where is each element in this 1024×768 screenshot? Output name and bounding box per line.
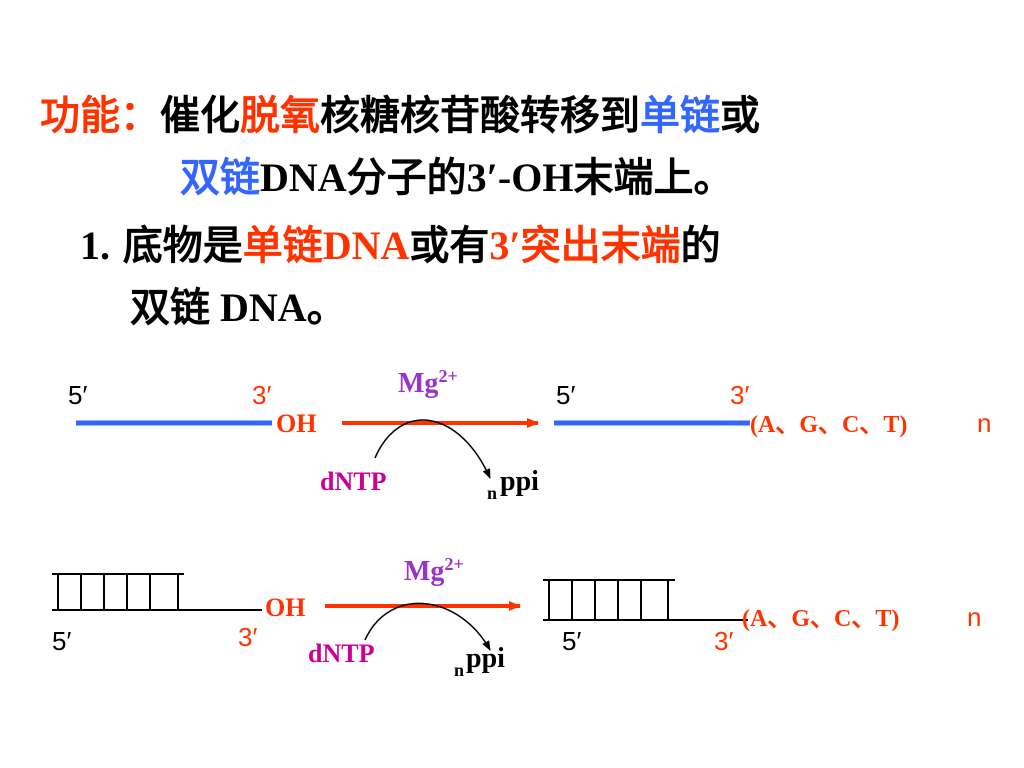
label-ppi: ppi (500, 466, 539, 497)
label-n: n (967, 602, 981, 632)
highlight-double-strand: 双链 (180, 155, 260, 201)
text-dna: DNA (210, 285, 307, 330)
item-number: 1. (80, 223, 110, 268)
text-segment: 或有 (409, 223, 490, 269)
label-3prime: 3′ (252, 380, 271, 410)
text-dna: DNA (260, 155, 347, 200)
label-dntp: dNTP (308, 639, 375, 668)
text-segment: 末端上。 (573, 155, 734, 201)
curved-arrow (374, 419, 491, 479)
label-5prime: 5′ (52, 626, 71, 656)
substrate-line-2: 双链 DNA。 (130, 284, 347, 332)
text-segment: 。 (306, 285, 347, 331)
label-3prime: 3′ (714, 626, 733, 656)
label-n: n (977, 408, 991, 438)
label-oh: OH (265, 593, 305, 622)
substrate-line-1: 1. 底物是单链DNA或有3′突出末端的 (80, 222, 721, 270)
text-segment: 核糖核苷酸转移到 (320, 93, 640, 139)
text-segment: 双链 (130, 285, 210, 331)
ds-dna-left (52, 573, 262, 611)
function-line-2: 双链DNA分子的3′-OH末端上。 (180, 154, 733, 202)
label-5prime: 5′ (562, 626, 581, 656)
label-3prime: 3′ (730, 380, 749, 410)
text-3oh: 3′-OH (466, 155, 574, 200)
label-oh: OH (276, 409, 316, 438)
label-ppi: ppi (466, 643, 505, 674)
text-segment: 的 (680, 223, 721, 269)
label-mg: Mg2+ (404, 554, 464, 587)
label-3prime: 3′ (238, 622, 257, 652)
label-mg: Mg2+ (398, 366, 458, 399)
label-5prime: 5′ (556, 380, 575, 410)
label-added-nucleotides: (A、G、C、T) (742, 606, 899, 632)
highlight-single-strand: 单链 (242, 223, 323, 269)
function-colon: ： (120, 93, 160, 139)
label-n-sub: n (454, 660, 464, 680)
label-5prime: 5′ (68, 380, 87, 410)
highlight-deoxy: 脱氧 (240, 93, 320, 139)
text-segment: 分子的 (346, 155, 467, 201)
ds-dna-right (543, 579, 748, 621)
reaction-double-strand: 5′ 3′ OH Mg2+ dNTP n ppi 5′ 3′ (A、G、C、T)… (52, 554, 981, 680)
highlight-overhang: 突出末端 (520, 223, 681, 269)
highlight-3prime: 3′ (489, 223, 521, 268)
label-added-nucleotides: (A、G、C、T) (750, 412, 907, 438)
highlight-single-strand: 单链 (640, 93, 720, 139)
label-dntp: dNTP (320, 467, 387, 496)
function-line-1: 功能：催化脱氧核糖核苷酸转移到单链或 (40, 92, 760, 140)
text-segment: 催化 (160, 93, 240, 139)
text-segment: 底物是 (122, 223, 243, 269)
label-n-sub: n (487, 483, 497, 503)
reaction-single-strand: 5′ 3′ OH Mg2+ dNTP n ppi 5′ 3′ (A、G、C、T)… (68, 366, 991, 503)
text-segment: 或 (720, 93, 760, 139)
highlight-dna: DNA (322, 223, 410, 268)
function-label: 功能 (40, 93, 120, 139)
curved-arrow (364, 602, 491, 651)
